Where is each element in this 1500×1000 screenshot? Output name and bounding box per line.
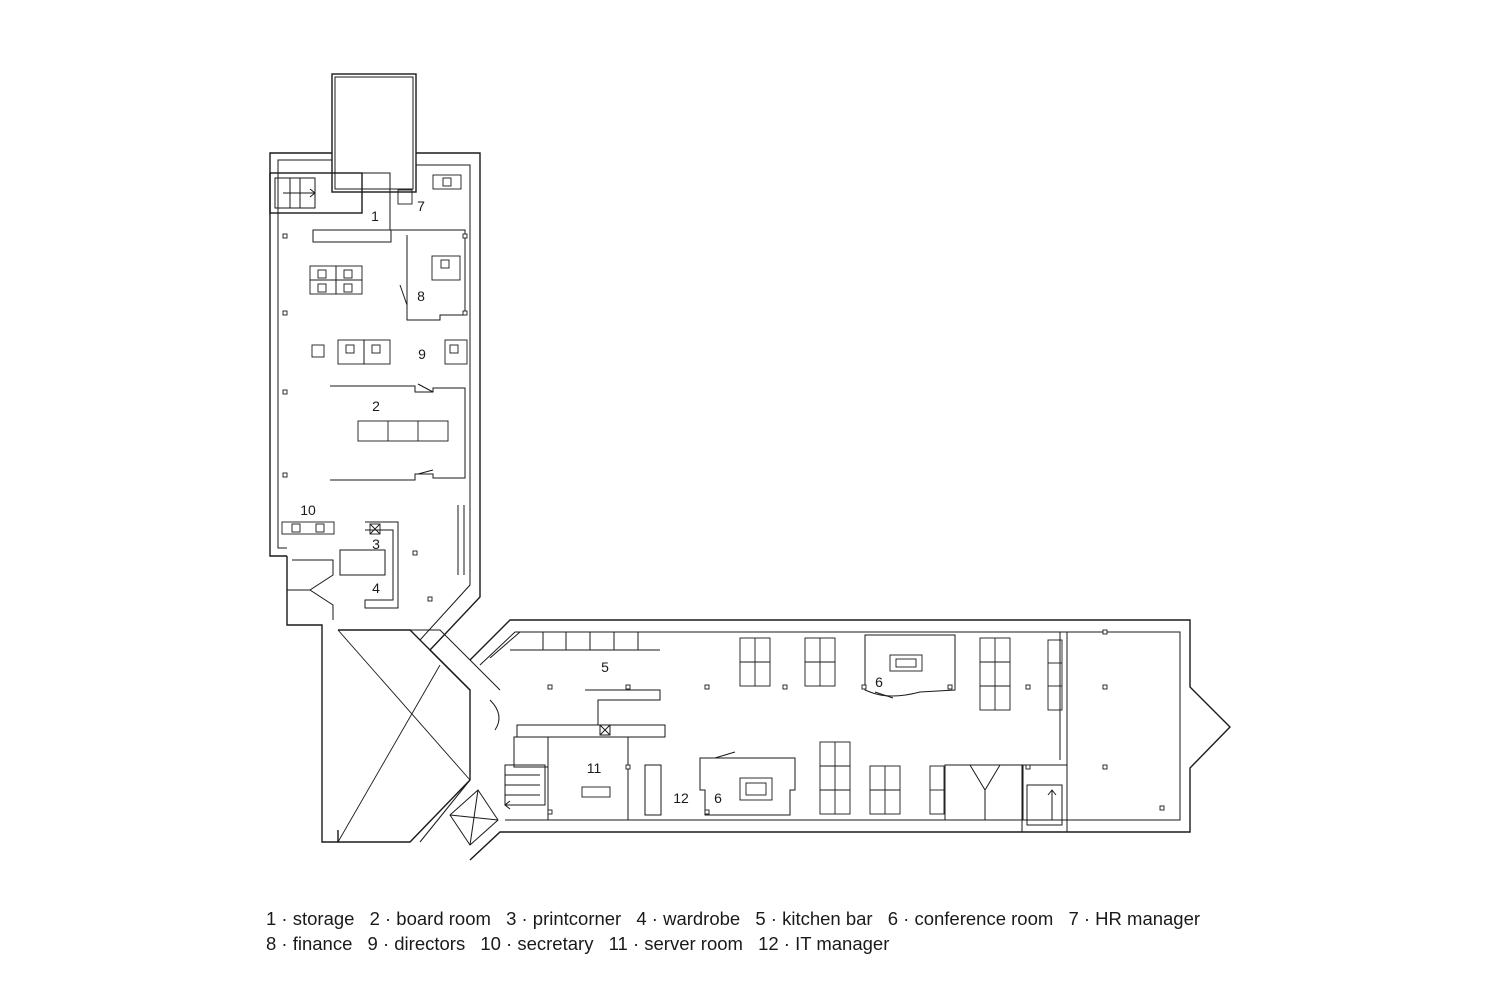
room-label-server-room: 11 bbox=[587, 760, 602, 776]
room-labels: 1 2 3 4 5 6 6 7 8 9 10 11 12 bbox=[300, 198, 883, 806]
room-label-directors: 9 bbox=[418, 346, 426, 362]
room-label-finance: 8 bbox=[417, 288, 425, 304]
legend-item-storage: 1 · storage bbox=[266, 908, 355, 929]
room-label-kitchen-bar: 5 bbox=[601, 659, 609, 675]
room-legend: 1 · storage 2 · board room 3 · printcorn… bbox=[266, 906, 1266, 956]
room-label-secretary: 10 bbox=[300, 502, 316, 518]
legend-item-it-manager: 12 · IT manager bbox=[758, 933, 890, 954]
legend-item-kitchen-bar: 5 · kitchen bar bbox=[755, 908, 873, 929]
room-label-storage: 1 bbox=[371, 208, 379, 224]
legend-item-finance: 8 · finance bbox=[266, 933, 353, 954]
structural-columns bbox=[282, 233, 1165, 815]
legend-item-server-room: 11 · server room bbox=[608, 933, 743, 954]
legend-item-conference-room: 6 · conference room bbox=[887, 908, 1054, 929]
legend-item-board-room: 2 · board room bbox=[369, 908, 491, 929]
east-wing-walls bbox=[429, 619, 1231, 861]
legend-item-hr-manager: 7 · HR manager bbox=[1068, 908, 1201, 929]
room-label-conference-room-top: 6 bbox=[875, 674, 883, 690]
legend-row-1: 1 · storage 2 · board room 3 · printcorn… bbox=[266, 906, 1266, 931]
legend-item-printcorner: 3 · printcorner bbox=[506, 908, 622, 929]
legend-item-wardrobe: 4 · wardrobe bbox=[636, 908, 741, 929]
legend-item-secretary: 10 · secretary bbox=[480, 933, 594, 954]
room-label-hr-manager: 7 bbox=[417, 198, 425, 214]
legend-item-directors: 9 · directors bbox=[367, 933, 466, 954]
legend-row-2: 8 · finance 9 · directors 10 · secretary… bbox=[266, 931, 1266, 956]
outer-walls bbox=[269, 73, 501, 843]
room-label-conference-room-bottom: 6 bbox=[714, 790, 722, 806]
room-label-wardrobe: 4 bbox=[372, 580, 380, 596]
interior-partitions bbox=[312, 229, 956, 846]
furniture bbox=[281, 174, 1063, 815]
room-label-board-room: 2 bbox=[372, 398, 380, 414]
room-label-it-manager: 12 bbox=[673, 790, 689, 806]
room-label-printcorner: 3 bbox=[372, 536, 380, 552]
